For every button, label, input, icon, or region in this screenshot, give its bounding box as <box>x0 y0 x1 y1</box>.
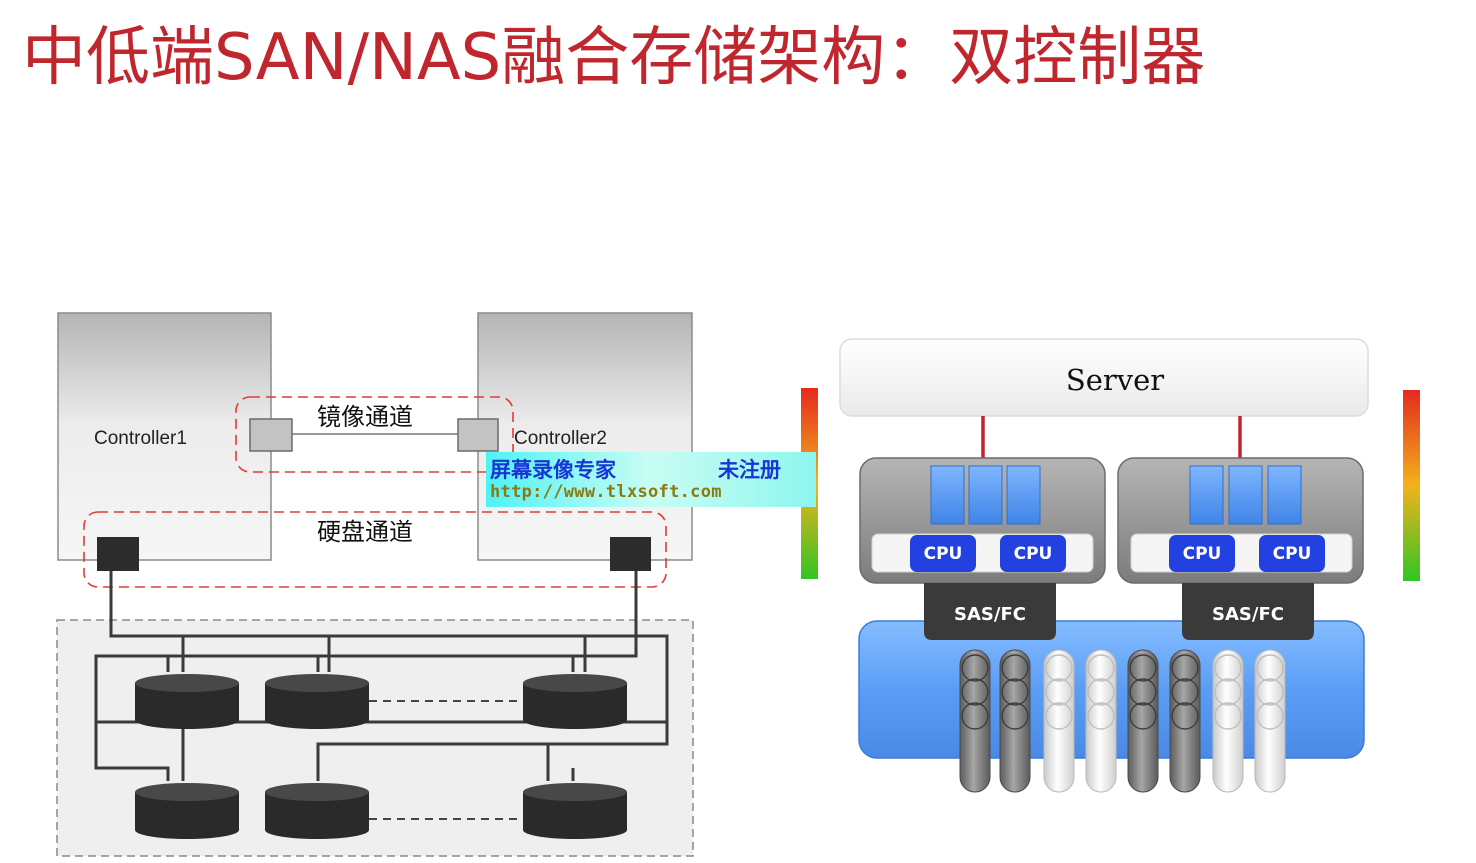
cpu-chip <box>1000 535 1066 572</box>
drive-column <box>1254 649 1286 793</box>
mirror-channel-outline <box>235 396 514 473</box>
watermark-title: 屏幕录像专家 <box>490 458 616 482</box>
drive-column <box>959 649 991 793</box>
interface-block-1: SAS/FC <box>924 583 1056 640</box>
drive-stacks <box>959 649 1286 793</box>
cpu-label: CPU <box>1014 544 1053 564</box>
server-box: Server <box>839 338 1369 417</box>
mirror-channel-label: 镜像通道 <box>317 403 413 431</box>
disk-channel-outline <box>83 511 667 588</box>
cache-module <box>1267 465 1302 525</box>
disk-port-left <box>97 537 139 571</box>
cache-module <box>968 465 1003 525</box>
drive-column <box>1043 649 1075 793</box>
disk-channel-label: 硬盘通道 <box>317 518 413 546</box>
disk-port-right <box>610 537 651 571</box>
disk <box>135 783 239 839</box>
server-label: Server <box>1066 363 1164 397</box>
cache-module <box>1006 465 1041 525</box>
interface-label: SAS/FC <box>954 604 1026 625</box>
controller-node-1: CPU CPU <box>859 457 1106 584</box>
recorder-watermark: 屏幕录像专家 未注册 http://www.tlxsoft.com <box>486 452 816 507</box>
cpu-label: CPU <box>1183 544 1222 564</box>
cache-module <box>1228 465 1263 525</box>
drive-column <box>1212 649 1244 793</box>
interface-label: SAS/FC <box>1212 604 1284 625</box>
mirror-port-right <box>457 418 499 452</box>
cpu-chip <box>1259 535 1325 572</box>
cache-module <box>930 465 965 525</box>
controller1-box: Controller1 <box>57 312 272 561</box>
cache-module <box>1189 465 1224 525</box>
mirror-port-left <box>249 418 293 452</box>
controller2-label: Controller2 <box>514 428 607 449</box>
controller2-box: Controller2 <box>477 312 693 561</box>
disk <box>265 783 369 839</box>
disk <box>265 674 369 729</box>
drive-column <box>1085 649 1117 793</box>
slide-title: 中低端SAN/NAS融合存储架构：双控制器 <box>22 21 1206 95</box>
disk <box>523 674 627 729</box>
cpu-label: CPU <box>924 544 963 564</box>
cpu-chip <box>910 535 976 572</box>
controller-node-2: CPU CPU <box>1117 457 1364 584</box>
cpu-chip <box>1169 535 1235 572</box>
drive-column <box>1169 649 1201 793</box>
cpu-label: CPU <box>1273 544 1312 564</box>
drive-column <box>999 649 1031 793</box>
server-links <box>981 416 1242 458</box>
interface-block-2: SAS/FC <box>1182 583 1314 640</box>
disk <box>523 783 627 839</box>
load-gradient-bar-right <box>1403 390 1420 581</box>
watermark-status: 未注册 <box>718 458 781 482</box>
controller1-label: Controller1 <box>94 428 187 449</box>
drive-column <box>1127 649 1159 793</box>
disk <box>135 674 239 729</box>
disk-dash-links <box>369 700 523 820</box>
watermark-url: http://www.tlxsoft.com <box>490 482 722 502</box>
